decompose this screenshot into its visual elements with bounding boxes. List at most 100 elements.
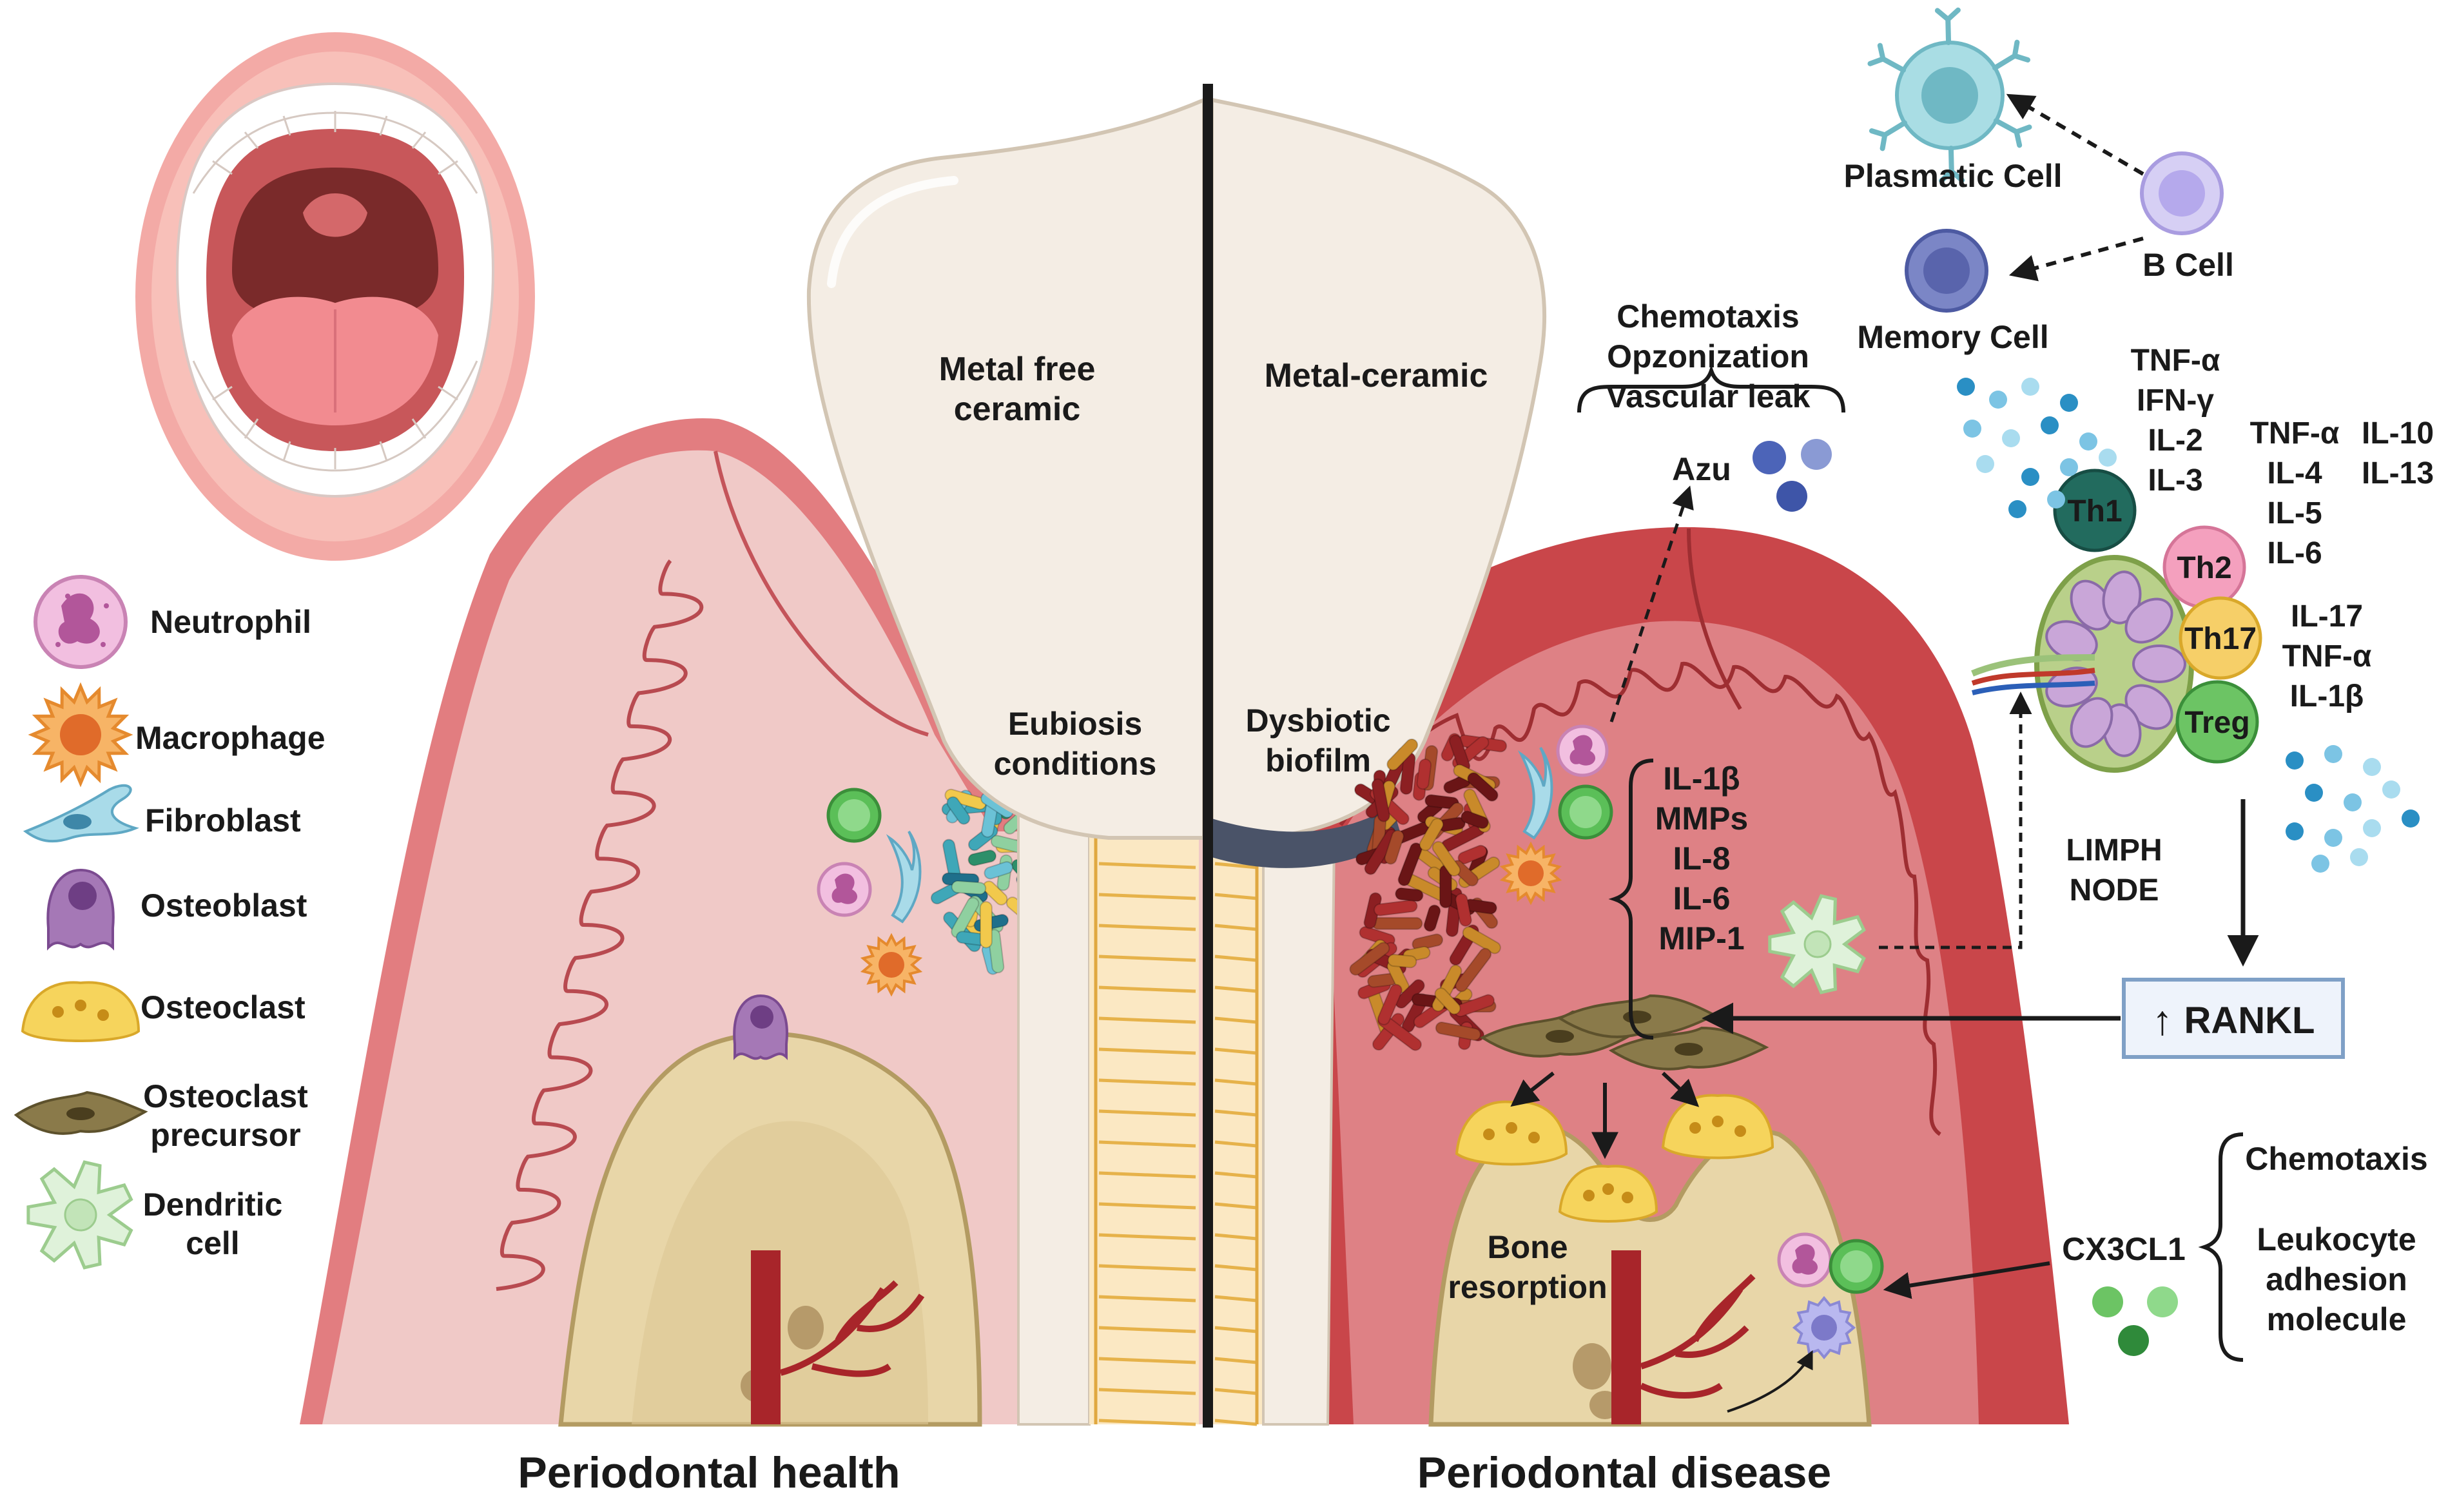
th1-cytokine-3: IL-3 xyxy=(2148,463,2202,498)
dashed-arrow-to-azu xyxy=(1609,485,1694,722)
macrophage-icon xyxy=(28,682,133,788)
th17-cell-icon xyxy=(2179,596,2262,680)
dysbiotic-biofilm-right xyxy=(1349,733,1508,1051)
azu-granules xyxy=(1753,439,1832,512)
cx3cl1-brace xyxy=(2198,1132,2244,1362)
label-dysbiotic-2: biofilm xyxy=(1265,742,1371,779)
label-plasmatic-cell: Plasmatic Cell xyxy=(1843,158,2062,194)
crown-metal-free-ceramic xyxy=(806,97,1206,840)
label-bone-resorption-1: Bone xyxy=(1488,1229,1568,1265)
th1-cytokine-1: IFN-γ xyxy=(2137,383,2214,418)
label-dysbiotic-1: Dysbiotic xyxy=(1245,703,1390,739)
osteoclast-precursor-icon xyxy=(14,1090,148,1135)
label-effect-opzonization: Opzonization xyxy=(1607,338,1809,374)
cytokine-label-4: MIP-1 xyxy=(1658,920,1744,956)
osteoblast-icon xyxy=(46,868,115,951)
label-cx3cl1: CX3CL1 xyxy=(2062,1231,2186,1267)
immune-cells-left xyxy=(817,788,923,997)
label-effect-chemotaxis: Chemotaxis xyxy=(1617,298,1799,334)
effects-brace xyxy=(1577,364,1845,413)
th2-cytokine-a0: TNF-α xyxy=(2250,416,2340,451)
labels: Metal free ceramic Metal-ceramic Eubiosi… xyxy=(518,158,2434,1497)
legend-label-dendritic-cell-1: Dendritic xyxy=(143,1187,283,1223)
cytokine-label-2: IL-8 xyxy=(1673,840,1731,877)
title-periodontal-health: Periodontal health xyxy=(518,1448,900,1497)
cx3cl1-arrow xyxy=(1883,1261,2050,1299)
label-eubiosis-1: Eubiosis xyxy=(1008,706,1142,742)
cx3cl1-dots xyxy=(2092,1286,2178,1356)
label-th1: Th1 xyxy=(2067,494,2122,528)
label-b-cell: B Cell xyxy=(2142,247,2234,283)
legend-label-neutrophil: Neutrophil xyxy=(150,604,311,640)
cytokine-dots-top xyxy=(1957,378,2117,518)
osteoclasts-right xyxy=(1455,1071,1774,1223)
b-cell-icon xyxy=(2140,151,2224,235)
label-rankl: RANKL xyxy=(2184,1000,2315,1042)
label-treg: Treg xyxy=(2184,706,2249,740)
th17-cytokine-0: IL-17 xyxy=(2291,599,2363,634)
cell-legend: Neutrophil Macrophage Fibroblast Osteobl… xyxy=(14,575,325,1270)
legend-label-osteoclast-precursor-2: precursor xyxy=(150,1117,300,1153)
rankl-box xyxy=(2122,978,2345,1059)
cytokine-label-0: IL-1β xyxy=(1663,761,1740,797)
label-th17: Th17 xyxy=(2184,622,2257,656)
healthy-gum xyxy=(300,418,1205,1427)
label-memory-cell: Memory Cell xyxy=(1857,319,2048,355)
cytokine-label-1: MMPs xyxy=(1655,800,1748,837)
lymph-node-icon xyxy=(1971,555,2194,773)
title-periodontal-disease: Periodontal disease xyxy=(1417,1448,1831,1497)
label-metal-ceramic: Metal-ceramic xyxy=(1265,357,1488,394)
b-to-plasmatic-arrow xyxy=(2006,93,2144,176)
legend-label-dendritic-cell-2: cell xyxy=(186,1225,239,1261)
blood-vessel-right xyxy=(1611,1250,1756,1424)
neutrophil-icon xyxy=(34,575,128,669)
label-azu: Azu xyxy=(1672,451,1731,487)
label-cx3cl1-effect-0: Chemotaxis xyxy=(2245,1141,2427,1177)
b-to-memory-arrow xyxy=(2008,237,2144,282)
th2-cytokine-b1: IL-13 xyxy=(2362,456,2434,490)
label-cx3cl1-effect-2: adhesion xyxy=(2266,1261,2407,1297)
label-metal-free-1: Metal free xyxy=(939,351,1096,388)
root-dentin-stripes-right xyxy=(1214,862,1258,1426)
label-metal-free-2: ceramic xyxy=(954,391,1081,428)
th2-cytokine-a2: IL-5 xyxy=(2267,496,2322,530)
th1-cell-icon xyxy=(2053,469,2137,552)
dashed-arrow-dendritic-to-lymph xyxy=(1879,692,2032,949)
tooth-roots xyxy=(1017,804,1336,1426)
th17-cytokine-2: IL-1β xyxy=(2290,679,2364,713)
osteoclast-icon xyxy=(21,981,141,1042)
label-lymph-node-2: NODE xyxy=(2070,873,2159,907)
inflammatory-cells-right xyxy=(1499,724,1884,1413)
cytokine-dots-bottom xyxy=(2286,745,2420,873)
th17-cytokine-1: TNF-α xyxy=(2282,639,2372,674)
osteoblast-on-bone-left xyxy=(733,994,788,1060)
label-cx3cl1-effect-1: Leukocyte xyxy=(2257,1221,2416,1257)
legend-label-macrophage: Macrophage xyxy=(135,720,325,756)
th2-cytokine-b0: IL-10 xyxy=(2362,416,2434,451)
label-eubiosis-2: conditions xyxy=(994,746,1157,782)
th2-cytokine-a1: IL-4 xyxy=(2267,456,2322,490)
label-cx3cl1-effect-3: molecule xyxy=(2267,1301,2407,1337)
cytokine-label-3: IL-6 xyxy=(1673,880,1731,916)
label-lymph-node-1: LIMPH xyxy=(2066,833,2162,867)
dendritic-cell-icon xyxy=(26,1160,133,1270)
th1-cytokine-2: IL-2 xyxy=(2148,423,2202,458)
plasmatic-cell-icon xyxy=(1867,7,2032,184)
th2-cytokine-a3: IL-6 xyxy=(2267,536,2322,570)
legend-label-osteoclast: Osteoclast xyxy=(141,989,306,1025)
label-bone-resorption-2: resorption xyxy=(1448,1269,1607,1305)
memory-cell-icon xyxy=(1905,229,1988,313)
root-dentin-stripes-left xyxy=(1098,862,1196,1426)
legend-label-fibroblast: Fibroblast xyxy=(145,802,301,838)
cytokine-brace xyxy=(1608,759,1654,1040)
teeth-lines-icon xyxy=(192,111,478,472)
blood-vessel-left xyxy=(751,1250,925,1424)
legend-label-osteoclast-precursor-1: Osteoclast xyxy=(143,1078,308,1114)
label-effect-vascular-leak: Vascular leak xyxy=(1606,378,1811,414)
rankl-up-arrow-icon: ↑ xyxy=(2152,997,2173,1043)
legend-label-osteoblast: Osteoblast xyxy=(141,887,307,924)
treg-cell-icon xyxy=(2175,680,2259,764)
fibroblast-icon xyxy=(23,784,139,843)
